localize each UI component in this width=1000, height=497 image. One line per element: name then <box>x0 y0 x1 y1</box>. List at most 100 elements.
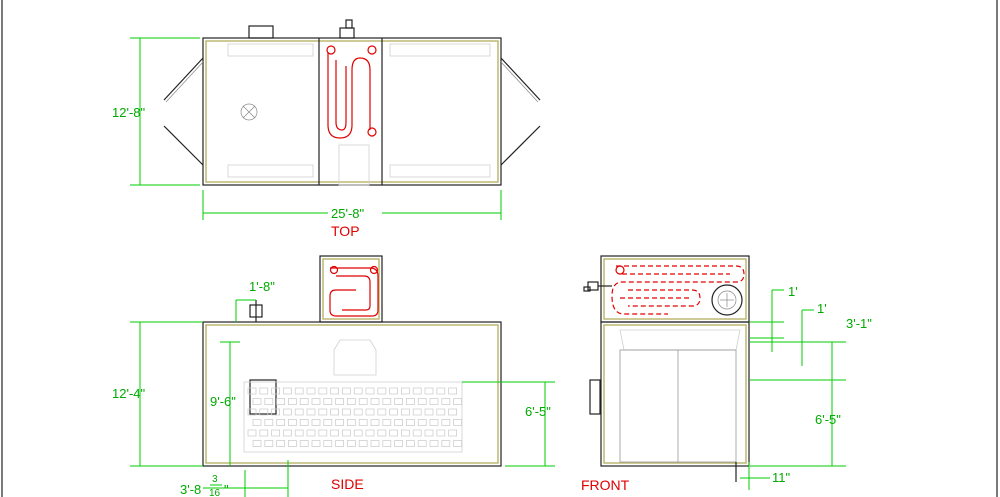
grille-cell <box>282 387 292 395</box>
grille-cell <box>424 408 434 416</box>
front-dim-bottom: 11" <box>772 470 790 485</box>
grille-cell <box>417 419 427 426</box>
grille-cell <box>358 419 368 426</box>
grille-cell <box>400 429 410 437</box>
grille-cell <box>365 408 375 416</box>
grille-cell <box>365 429 375 437</box>
grille-cell <box>282 408 292 416</box>
grille-cell <box>341 387 351 395</box>
top-view-label: TOP <box>331 223 360 239</box>
grille-cell <box>330 429 340 437</box>
side-grille-area <box>243 381 463 453</box>
grille-cell <box>318 387 328 395</box>
grille-cell <box>353 408 363 416</box>
grille-cell <box>389 387 399 395</box>
grille-cell <box>299 440 309 447</box>
grille-cell <box>323 398 333 405</box>
grille-cell <box>287 440 297 447</box>
front-hood <box>619 329 741 351</box>
grille-cell <box>370 440 380 447</box>
grille-cell <box>382 440 392 447</box>
front-side-box <box>589 379 601 415</box>
top-door-left-a <box>163 57 204 101</box>
grille-cell <box>252 398 262 405</box>
grille-cell <box>259 387 269 395</box>
grille-cell <box>405 440 415 447</box>
grille-cell <box>252 419 262 426</box>
front-dim-top-b: 1' <box>817 301 827 316</box>
front-dim-panel: 6'-5" <box>815 412 841 427</box>
grille-cell <box>370 419 380 426</box>
grille-cell <box>453 419 463 426</box>
grille-cell <box>346 419 356 426</box>
grille-cell <box>377 408 387 416</box>
grille-cell <box>276 419 286 426</box>
top-door-right-a <box>500 57 541 101</box>
grille-cell <box>311 440 321 447</box>
grille-cell <box>405 398 415 405</box>
side-bottom-dim: 3'-8 <box>180 482 201 497</box>
grille-cell <box>287 419 297 426</box>
grille-cell <box>417 398 427 405</box>
grille-cell <box>429 440 439 447</box>
grille-cell <box>382 398 392 405</box>
grille-cell <box>335 440 345 447</box>
front-blower-icon <box>711 284 743 316</box>
grille-cell <box>282 429 292 437</box>
top-rail-2 <box>389 43 491 57</box>
side-view-label: SIDE <box>331 476 364 492</box>
side-wall <box>205 324 499 464</box>
top-burner-box <box>338 144 370 186</box>
side-panel-height-dim: 6'-5" <box>525 404 551 419</box>
front-dim-right: 3'-1" <box>846 316 872 331</box>
side-heater-coil <box>329 265 379 317</box>
grille-cell <box>294 408 304 416</box>
grille-cell <box>259 429 269 437</box>
grille-cell <box>259 408 269 416</box>
side-view: 12'-4" 9'-6" 6'-5" 1'-8" 3'-8 3 16 " SID… <box>112 255 555 497</box>
top-view: 12'-8" 25'-8" TOP <box>112 19 541 239</box>
grille-cell <box>353 387 363 395</box>
grille-cell <box>377 429 387 437</box>
side-panel-box <box>249 379 277 415</box>
grille-cell <box>424 429 434 437</box>
grille-cell <box>346 440 356 447</box>
grille-cell <box>358 398 368 405</box>
grille-cell <box>299 398 309 405</box>
grille-cell <box>252 440 262 447</box>
grille-cell <box>271 408 281 416</box>
grille-cell <box>365 387 375 395</box>
side-height-dim: 12'-4" <box>112 386 146 401</box>
grille-cell <box>318 408 328 416</box>
grille-cell <box>247 387 257 395</box>
grille-cell <box>377 387 387 395</box>
grille-cell <box>323 419 333 426</box>
side-bottom-dim-den: 16 <box>209 488 221 497</box>
grille-cell <box>335 398 345 405</box>
grille-cell <box>247 408 257 416</box>
side-grille <box>247 387 463 447</box>
grille-cell <box>299 419 309 426</box>
grille-cell <box>429 398 439 405</box>
grille-cell <box>394 440 404 447</box>
top-rail-3 <box>227 164 314 178</box>
grille-cell <box>353 429 363 437</box>
front-view: 1' 1' 3'-1" 6'-5" 11" FRONT <box>581 255 872 493</box>
grille-cell <box>306 408 316 416</box>
grille-cell <box>448 429 458 437</box>
grille-cell <box>264 398 274 405</box>
grille-cell <box>276 440 286 447</box>
top-depth-dim: 12'-8" <box>112 105 146 120</box>
grille-cell <box>441 419 451 426</box>
front-wall <box>603 324 747 464</box>
grille-cell <box>271 429 281 437</box>
grille-cell <box>264 440 274 447</box>
top-door-left-b <box>163 125 204 166</box>
grille-cell <box>318 429 328 437</box>
front-heater-coil <box>611 265 745 315</box>
grille-cell <box>436 387 446 395</box>
grille-cell <box>287 398 297 405</box>
grille-cell <box>346 398 356 405</box>
top-door-right-b <box>500 125 541 166</box>
top-heater-coil <box>326 19 377 139</box>
